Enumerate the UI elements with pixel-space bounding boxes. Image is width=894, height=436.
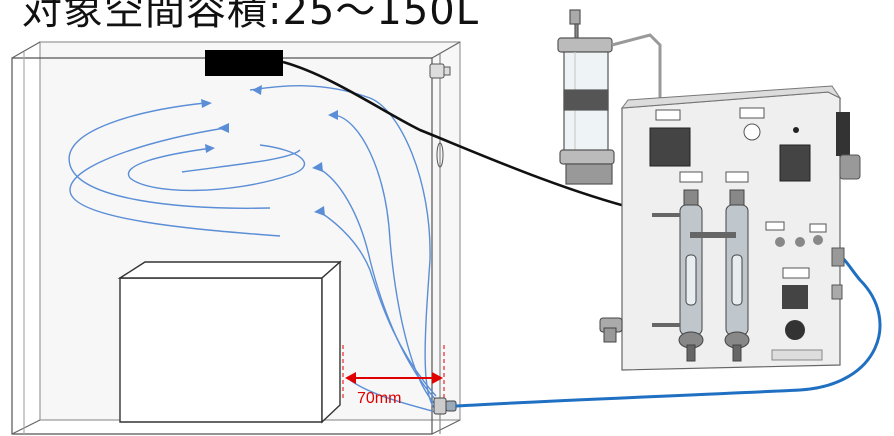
chamber-top-fitting xyxy=(429,63,451,168)
object-block xyxy=(117,260,342,424)
dimension-label: 70mm xyxy=(357,390,402,407)
sensor-box-icon xyxy=(205,50,283,76)
valve-icon xyxy=(599,213,680,343)
airflow-arrows xyxy=(68,85,437,413)
dimension-70mm xyxy=(342,345,445,400)
gas-cylinder-icon xyxy=(557,9,662,185)
chamber-gas-inlet xyxy=(433,397,457,415)
airflow-arrowheads xyxy=(201,85,338,216)
flowmeter-icon xyxy=(678,189,750,362)
gas-tube xyxy=(455,253,882,408)
chamber-volume-title: 対象空間容積:25～150L xyxy=(22,0,480,34)
